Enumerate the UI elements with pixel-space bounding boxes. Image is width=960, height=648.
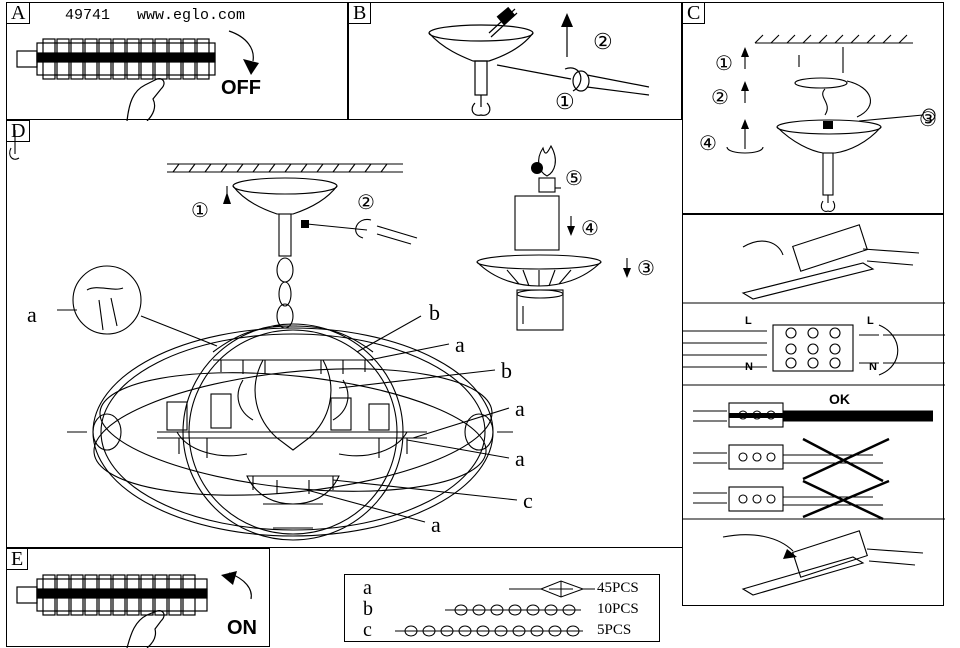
panel-c-label: C	[683, 3, 706, 24]
live-label-right: L	[867, 315, 874, 327]
panel-d-step-3: ③	[637, 258, 655, 280]
part-letter: c	[363, 619, 372, 641]
panel-b-step-2: ②	[593, 29, 613, 54]
panel-d-step-2: ②	[357, 192, 375, 214]
part-qty: 45PCS	[597, 580, 639, 596]
part-row: b 10PCS	[345, 598, 661, 620]
panel-a-label: A	[7, 3, 31, 24]
panel-b-label: B	[349, 3, 372, 24]
callout-b-mid: b	[501, 358, 512, 383]
panel-e: E ON	[6, 548, 270, 648]
canopy-attach-illustration	[428, 6, 650, 116]
panel-b-step-1: ①	[555, 89, 575, 114]
callout-a-bottom: a	[431, 512, 441, 537]
long-bead-chain-icon	[395, 625, 583, 637]
breaker-off-illustration	[16, 30, 259, 121]
crystal-drop-icon	[509, 580, 595, 598]
chandelier-illustration	[9, 130, 631, 541]
on-label: ON	[227, 617, 257, 639]
callout-a-upper: a	[455, 332, 465, 357]
bead-chain-icon	[445, 604, 581, 616]
panel-c-step-4: ④	[699, 133, 717, 155]
product-number: 49741	[65, 7, 111, 24]
part-qty: 10PCS	[597, 601, 639, 617]
part-row: a 45PCS	[345, 577, 661, 599]
panel-wiring: L N L N OK	[682, 214, 945, 606]
neutral-label-right: N	[869, 361, 877, 373]
panel-d: D ① ② ⑤ ④ ③ a b a b a a c a	[6, 120, 682, 548]
part-letter: b	[363, 598, 373, 620]
wiring-illustrations	[683, 224, 945, 596]
callout-a-detail: a	[27, 302, 37, 327]
off-label: OFF	[221, 77, 261, 99]
mounting-bracket-illustration	[726, 34, 936, 212]
panel-c: C ① ② ③ ④	[682, 2, 944, 214]
panel-c-step-1: ①	[715, 53, 733, 75]
callout-b-top: b	[429, 300, 440, 325]
part-letter: a	[363, 577, 372, 599]
panel-d-step-1: ①	[191, 200, 209, 222]
panel-d-step-5: ⑤	[565, 168, 583, 190]
panel-d-step-4: ④	[581, 218, 599, 240]
part-row: c 5PCS	[345, 619, 661, 641]
callout-c: c	[523, 488, 533, 513]
parts-legend: a 45PCS b 10PCS	[344, 574, 660, 642]
website: www.eglo.com	[137, 7, 246, 24]
neutral-label-left: N	[745, 361, 753, 373]
panel-b: B ② ①	[348, 2, 682, 120]
callout-a-lower: a	[515, 446, 525, 471]
ok-label: OK	[829, 391, 850, 407]
panel-d-label: D	[7, 120, 31, 142]
panel-e-label: E	[7, 549, 29, 570]
panel-c-step-2: ②	[711, 87, 729, 109]
panel-a: A 49741 www.eglo.com OFF	[6, 2, 348, 121]
part-qty: 5PCS	[597, 622, 632, 638]
breaker-on-illustration	[16, 571, 252, 648]
live-label-left: L	[745, 315, 752, 327]
callout-a-mid: a	[515, 396, 525, 421]
